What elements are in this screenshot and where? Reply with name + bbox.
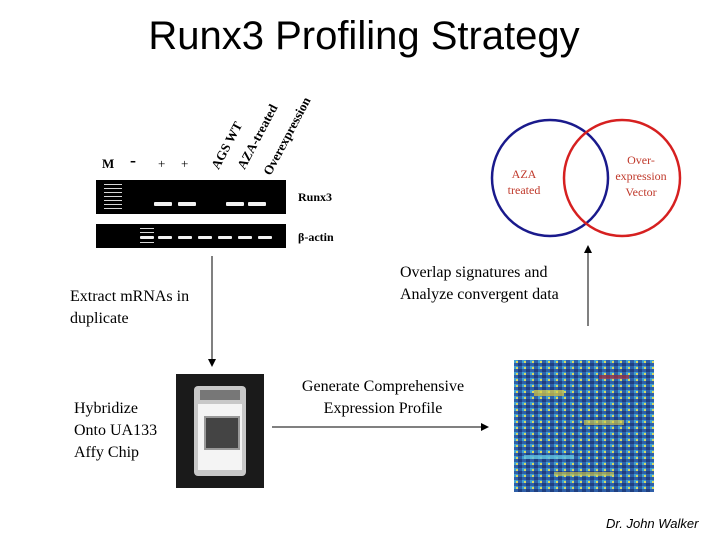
beta-actin-gel-image bbox=[96, 224, 286, 248]
expression-profile-heatmap bbox=[514, 360, 654, 492]
lane-sign-minus: - bbox=[130, 150, 136, 170]
page-title: Runx3 Profiling Strategy bbox=[148, 14, 580, 58]
lane-sign-plus-2: + bbox=[181, 156, 189, 171]
venn-label-aza: AZA treated bbox=[507, 167, 541, 197]
lane-sign-plus-1: + bbox=[158, 156, 166, 171]
marker-label: M bbox=[102, 156, 115, 171]
beta-actin-label: β-actin bbox=[298, 230, 334, 244]
heatmap-texture bbox=[514, 360, 654, 492]
venn-circle-aza bbox=[490, 118, 610, 238]
runx3-label: Runx3 bbox=[298, 190, 333, 204]
step-overlap: Overlap signatures and Analyze convergen… bbox=[400, 264, 559, 303]
step-generate: Generate Comprehensive Expression Profil… bbox=[301, 378, 465, 417]
author-credit: Dr. John Walker bbox=[606, 516, 699, 531]
step-hybridize: Hybridize Onto UA133 Affy Chip bbox=[74, 400, 158, 461]
affy-chip-image bbox=[176, 374, 264, 488]
venn-diagram bbox=[490, 118, 682, 238]
venn-circle-overexpression bbox=[562, 118, 682, 238]
runx3-gel-image bbox=[96, 180, 286, 214]
step-extract: Extract mRNAs in duplicate bbox=[70, 288, 190, 327]
venn-label-overexpression: Over- expression Vector bbox=[615, 153, 667, 199]
